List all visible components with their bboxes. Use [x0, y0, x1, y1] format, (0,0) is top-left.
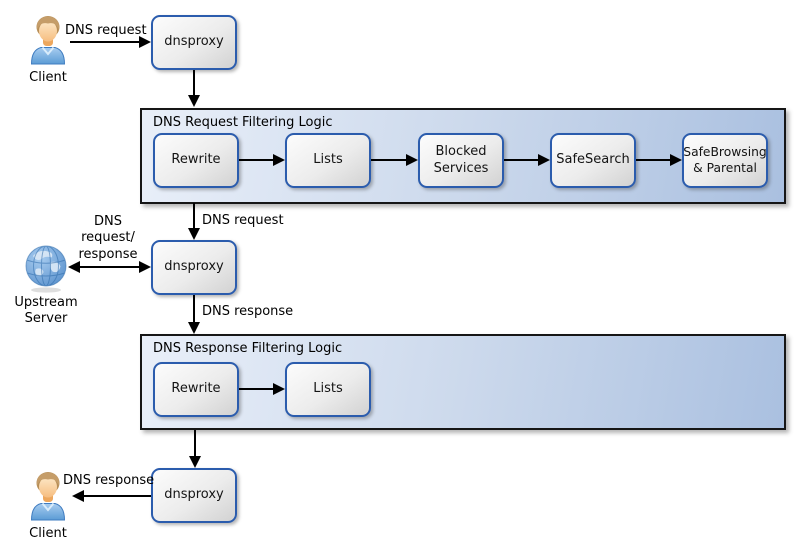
dnsproxy-node-middle: dnsproxy	[151, 240, 237, 295]
arrow-line	[193, 203, 195, 228]
dns-response-filtering-group: DNS Response Filtering Logic Rewrite Lis…	[140, 334, 786, 430]
arrow-line	[194, 430, 196, 456]
arrowhead-down-icon	[189, 456, 201, 468]
arrowhead-down-icon	[188, 322, 200, 334]
arrow-line	[504, 159, 538, 161]
arrow-line	[636, 159, 670, 161]
filter-step-rewrite: Rewrite	[153, 362, 239, 417]
arrowhead-right-icon	[273, 383, 285, 395]
arrow-line	[239, 388, 273, 390]
group-title: DNS Request Filtering Logic	[153, 115, 333, 130]
arrowhead-right-icon	[538, 154, 550, 166]
filter-step-lists: Lists	[285, 133, 371, 188]
arrowhead-right-icon	[273, 154, 285, 166]
upstream-server-label: Upstream Server	[14, 295, 78, 326]
arrowhead-down-icon	[188, 228, 200, 240]
client-icon	[30, 472, 66, 521]
arrowhead-right-icon	[139, 261, 151, 273]
arrow-line	[371, 159, 406, 161]
upstream-server-globe-icon	[25, 245, 67, 293]
filter-step-lists: Lists	[285, 362, 371, 417]
dnsproxy-node-top: dnsproxy	[151, 15, 237, 70]
arrowhead-left-icon	[72, 490, 84, 502]
arrow-line	[193, 70, 195, 96]
filter-step-safebrowsing-parental: SafeBrowsing & Parental	[682, 133, 768, 188]
edge-label-dns-response-bottom: DNS response	[63, 473, 155, 488]
edge-label-dns-request-top: DNS request	[65, 23, 147, 38]
group-title: DNS Response Filtering Logic	[153, 341, 343, 356]
dnsproxy-node-bottom: dnsproxy	[151, 468, 237, 523]
client-icon	[30, 16, 66, 65]
filter-step-safesearch: SafeSearch	[550, 133, 636, 188]
edge-label-dns-request-response: DNS request/ response	[78, 214, 138, 262]
arrow-line	[79, 266, 140, 268]
edge-label-dns-response-middle: DNS response	[202, 304, 294, 319]
filter-step-blocked-services: Blocked Services	[418, 133, 504, 188]
filter-step-rewrite: Rewrite	[153, 133, 239, 188]
arrowhead-right-icon	[406, 154, 418, 166]
arrowhead-right-icon	[670, 154, 682, 166]
arrowhead-right-icon	[139, 36, 151, 48]
client-top-label: Client	[29, 70, 67, 85]
arrow-line	[193, 295, 195, 322]
arrow-line	[239, 159, 273, 161]
client-bottom-label: Client	[29, 526, 67, 541]
arrow-line	[83, 495, 151, 497]
dns-request-filtering-group: DNS Request Filtering Logic Rewrite List…	[140, 108, 786, 204]
edge-label-dns-request-middle: DNS request	[202, 213, 284, 228]
arrowhead-left-icon	[68, 261, 80, 273]
arrowhead-down-icon	[188, 95, 200, 107]
arrow-line	[70, 41, 140, 43]
